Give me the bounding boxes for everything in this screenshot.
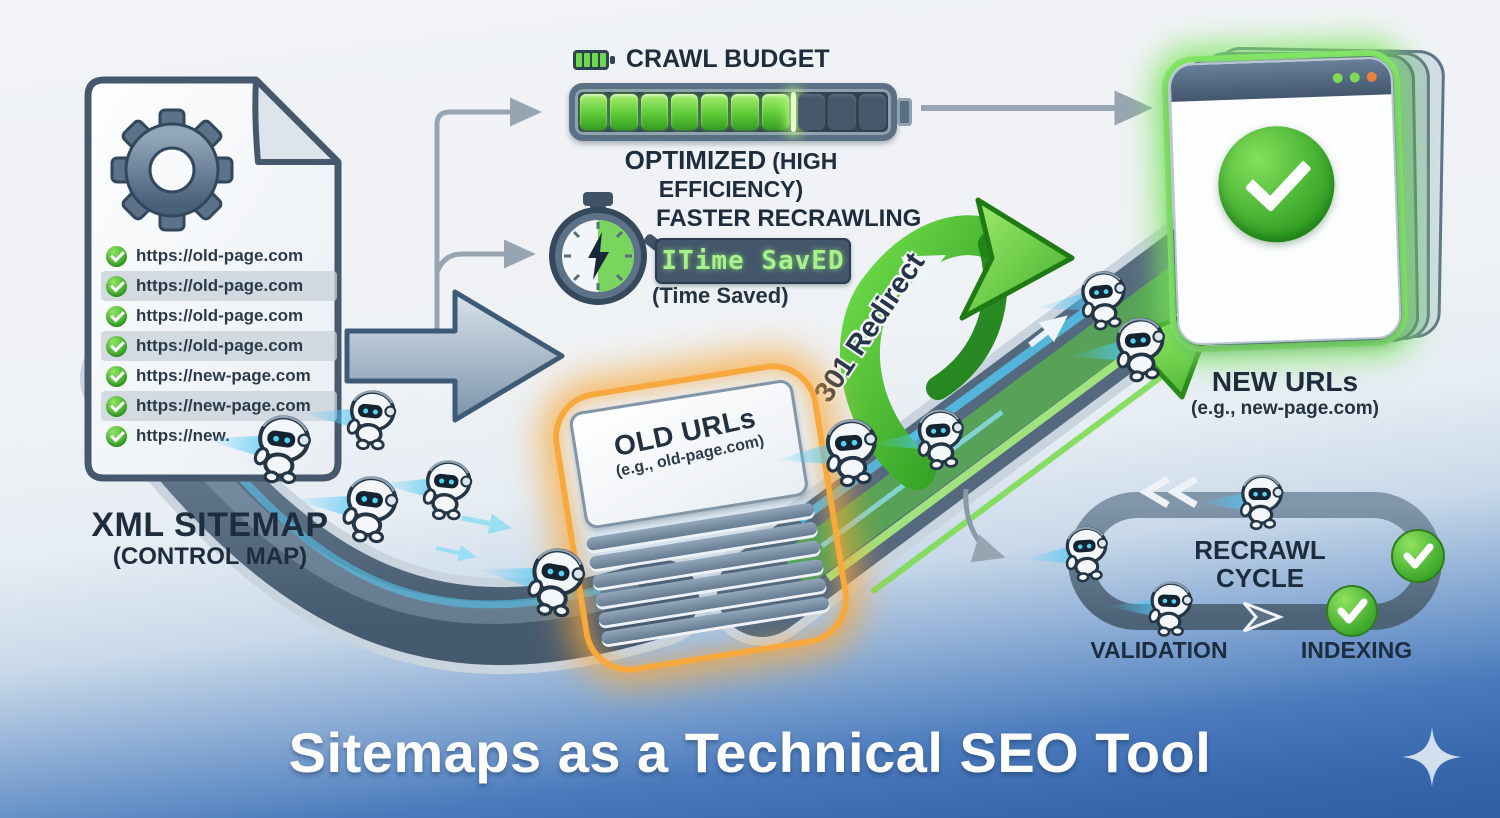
sitemap-url-row: https://old-page.com xyxy=(101,331,337,361)
sitemap-subheading: (CONTROL MAP) xyxy=(112,542,308,570)
connector-lines xyxy=(434,97,542,335)
check-icon xyxy=(106,335,127,357)
window-dot-icon xyxy=(1366,71,1377,83)
crawl-budget-heading: CRAWL BUDGET xyxy=(572,45,912,74)
cycle-chevron-icon xyxy=(1242,601,1285,633)
battery-icon xyxy=(573,49,615,70)
old-urls-stack: OLD URLs (e.g., old-page.com) xyxy=(546,356,856,680)
battery-segment xyxy=(640,94,668,130)
sitemap-url-row: https://old-page.com xyxy=(101,301,337,331)
indexing-label: INDEXING xyxy=(1300,637,1413,663)
sitemap-url-text: https://old-page.com xyxy=(136,276,304,295)
robot-icon xyxy=(1062,315,1170,389)
battery-terminal xyxy=(897,98,912,126)
sitemap-url-text: https://new. xyxy=(136,426,230,445)
sitemap-url-text: https://new-page.com xyxy=(136,396,311,415)
battery-charge-glow xyxy=(791,92,797,132)
cycle-check-icon xyxy=(1326,585,1378,637)
lcd-display: ITime SavED xyxy=(655,238,851,284)
battery-segment xyxy=(761,94,790,130)
cycle-heading-line1: RECRAWL xyxy=(1194,535,1326,565)
cycle-heading-line2: CYCLE xyxy=(1215,563,1305,594)
sitemap-url-text: https://old-page.com xyxy=(136,246,304,265)
gear-icon xyxy=(110,108,234,232)
sitemap-url-row: https://old-page.com xyxy=(101,241,337,271)
browser-titlebar xyxy=(1170,58,1392,102)
new-urls-card xyxy=(1168,56,1402,346)
battery-segment xyxy=(701,94,729,130)
page-title: Sitemaps as a Technical SEO Tool xyxy=(288,721,1212,784)
time-saved-caption: (Time Saved) xyxy=(652,283,789,308)
robot-icon xyxy=(867,407,968,476)
redirect-arrow-icon xyxy=(839,197,1075,490)
battery-meter xyxy=(569,83,897,141)
battery-segment xyxy=(798,94,826,130)
robot-icon xyxy=(1196,474,1285,531)
status-note: (HIGH EFFICIENCY) xyxy=(658,148,838,202)
battery-segment xyxy=(731,94,759,130)
sitemap-url-row: https://new-page.com xyxy=(101,361,337,391)
robot-icon xyxy=(373,452,475,524)
sitemap-url-row: https://old-page.com xyxy=(101,271,337,301)
sitemap-url-row: https://new-page.com xyxy=(101,391,337,421)
crawl-budget-status: OPTIMIZED(HIGH EFFICIENCY) xyxy=(556,145,906,203)
stopwatch-icon xyxy=(549,192,662,305)
cycle-check-icon xyxy=(1391,529,1445,583)
sitemap-url-text: https://old-page.com xyxy=(136,306,304,325)
check-icon xyxy=(106,305,127,327)
new-urls-heading: NEW URLs xyxy=(1211,366,1359,397)
sitemap-url-text: https://new-page.com xyxy=(136,366,311,385)
lcd-text: ITime SavED xyxy=(661,246,845,276)
new-urls-stack xyxy=(1160,46,1446,354)
new-urls-subheading: (e.g., new-page.com) xyxy=(1191,398,1379,420)
window-dot-icon xyxy=(1349,72,1360,83)
check-icon xyxy=(106,275,127,297)
validation-label: VALIDATION xyxy=(1090,637,1228,663)
robot-icon xyxy=(1019,524,1112,587)
status-text: OPTIMIZED xyxy=(624,145,767,175)
sitemap-flow-arrow xyxy=(344,289,565,423)
check-icon xyxy=(106,425,127,447)
check-icon xyxy=(106,245,127,267)
battery-segment xyxy=(858,94,886,130)
battery-segment xyxy=(670,94,699,130)
connector-road-to-cycle xyxy=(963,488,1006,563)
check-icon xyxy=(106,395,127,417)
sitemap-url-text: https://old-page.com xyxy=(136,336,304,355)
battery-segment xyxy=(828,94,856,130)
sitemap-label: XML SITEMAP (CONTROL MAP) xyxy=(52,506,368,570)
battery-meter-segments xyxy=(580,92,886,132)
new-urls-label: NEW URLs (e.g., new-page.com) xyxy=(1160,366,1410,420)
sitemap-url-list: https://old-page.com https://old-page.com… xyxy=(101,241,337,451)
battery-segment xyxy=(610,94,638,130)
crawl-budget-title: CRAWL BUDGET xyxy=(626,45,830,73)
recrawl-cycle-label: RECRAWL CYCLE xyxy=(1172,536,1348,592)
battery-segment xyxy=(580,94,608,130)
sitemap-heading: XML SITEMAP xyxy=(91,506,329,544)
faster-recrawling-heading: FASTER RECRAWLING xyxy=(656,205,922,232)
sitemap-url-row: https://new. xyxy=(101,421,337,451)
check-icon xyxy=(106,365,127,387)
window-dot-icon xyxy=(1332,72,1343,84)
browser-check-icon xyxy=(1216,124,1337,245)
robot-icon xyxy=(1031,268,1131,338)
